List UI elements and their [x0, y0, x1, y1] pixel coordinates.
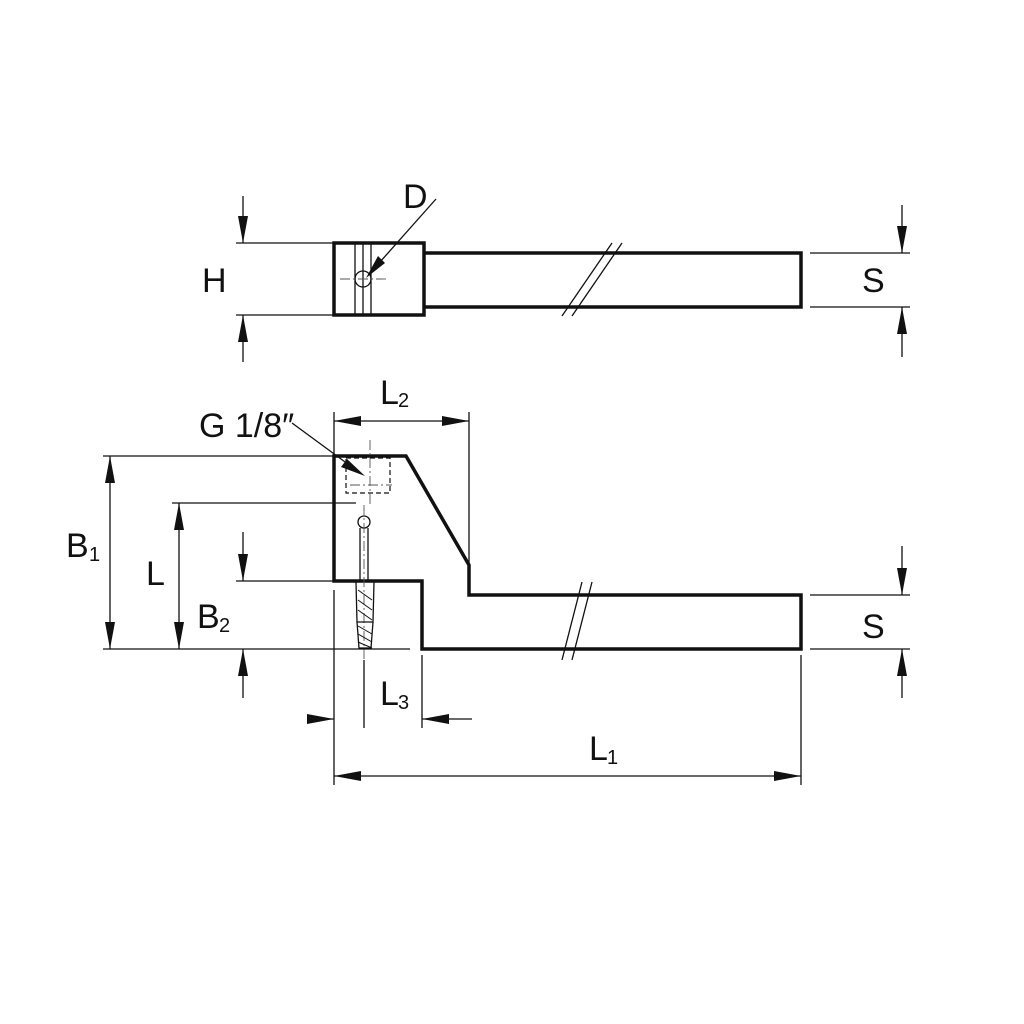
clamp-screw	[355, 581, 375, 649]
l-arrow-top	[174, 503, 184, 530]
side-view-break-mark-1	[561, 581, 583, 661]
h-label: H	[202, 262, 227, 300]
dimension-l2: L 2	[333, 374, 470, 565]
dimension-s-bottom: S	[810, 546, 910, 698]
b2-arrow-bottom	[238, 649, 248, 676]
l3-arrow-right	[422, 714, 449, 724]
h-arrow-top	[238, 216, 248, 243]
dimension-l: L	[146, 502, 356, 649]
top-view-bar-outline	[424, 251, 803, 309]
b2-arrow-top	[238, 554, 248, 581]
s-bottom-arrow-top	[897, 568, 907, 595]
l1-label-subscript: 1	[607, 747, 618, 769]
d-label: D	[403, 178, 428, 216]
l2-label-subscript: 2	[398, 390, 409, 412]
b2-label: B	[197, 598, 220, 636]
l1-arrow-left	[334, 771, 361, 781]
s-bottom-label: S	[862, 608, 885, 646]
dimension-g: G 1/8″	[199, 407, 365, 476]
g-label: G 1/8″	[199, 407, 294, 445]
dimension-b1: B 1	[66, 455, 410, 650]
l2-label: L	[380, 374, 399, 412]
l1-label: L	[589, 730, 608, 768]
l-label: L	[146, 555, 165, 593]
side-view	[332, 440, 803, 661]
top-view-clamp-block	[332, 241, 426, 317]
side-view-body-outline	[332, 454, 803, 651]
l1-arrow-right	[774, 771, 801, 781]
s-bottom-arrow-bottom	[897, 649, 907, 676]
top-view-break-mark-1	[561, 242, 613, 317]
dimension-l3: L 3	[307, 590, 472, 728]
l-arrow-bottom	[174, 622, 184, 649]
s-top-label: S	[862, 262, 885, 300]
l3-arrow-left	[307, 714, 334, 724]
l3-label: L	[380, 675, 399, 713]
l3-label-subscript: 3	[398, 692, 409, 714]
d-arrow	[366, 256, 385, 278]
g-arrow	[341, 459, 365, 476]
g-port-hidden-outline	[345, 457, 391, 494]
b2-label-subscript: 2	[219, 615, 230, 637]
dimension-s-top: S	[810, 205, 910, 357]
top-view	[332, 241, 803, 317]
l2-arrow-left	[334, 416, 361, 426]
side-view-break-mark-2	[571, 581, 593, 661]
h-arrow-bottom	[238, 315, 248, 342]
b1-arrow-bottom	[105, 622, 115, 649]
dimension-b2: B 2	[197, 532, 334, 698]
b1-arrow-top	[105, 456, 115, 483]
dimension-l1: L 1	[333, 655, 802, 785]
s-top-arrow-top	[897, 226, 907, 253]
dimension-d: D	[366, 178, 437, 278]
d-leader-line	[371, 198, 437, 272]
s-top-arrow-bottom	[897, 307, 907, 334]
l2-arrow-right	[442, 416, 469, 426]
b1-label-subscript: 1	[89, 544, 100, 566]
b1-label: B	[66, 527, 89, 565]
dimension-h: H	[202, 196, 334, 362]
top-view-break-mark-2	[571, 242, 623, 317]
